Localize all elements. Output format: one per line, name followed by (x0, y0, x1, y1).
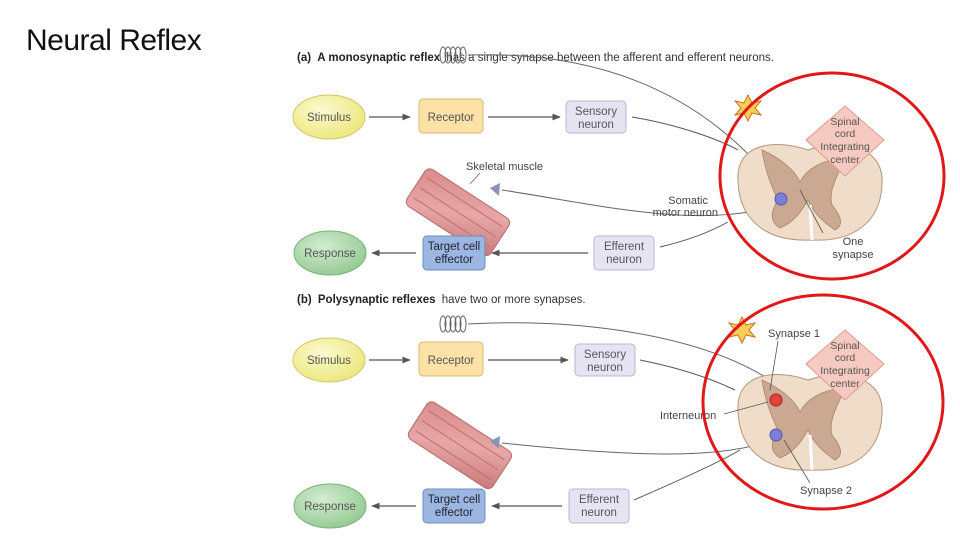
spinal-cord-b (737, 374, 883, 471)
interneuron-body (769, 393, 783, 407)
highlight-circle-b (701, 293, 945, 511)
motor-end-b (490, 436, 500, 449)
interneuron-label: Interneuron (660, 410, 716, 422)
svg-text:Spinal: Spinal (830, 340, 859, 352)
efferent-label-b-2: neuron (581, 507, 617, 519)
one-synapse-label-1: One (843, 236, 864, 248)
efferent-label-a-2: neuron (606, 254, 642, 266)
caption-a: (a) A monosynaptic reflex has a single s… (297, 52, 774, 64)
synapse1-leader (769, 340, 779, 391)
efferent-box-a (593, 235, 655, 271)
caption-b: (b) Polysynaptic reflexes have two or mo… (297, 294, 586, 306)
synapse1-label: Synapse 1 (768, 328, 820, 340)
one-synapse-leader (799, 189, 824, 234)
receptor-coil-a (439, 46, 467, 64)
svg-text:cord: cord (835, 128, 856, 140)
sensory-label-a-2: neuron (578, 119, 614, 131)
sensory-pointer-a (631, 116, 739, 151)
motor-end-a (490, 183, 500, 196)
target-box-b (422, 488, 486, 524)
slide-title: Neural Reflex (26, 24, 202, 57)
target-label-b-1: Target cell (428, 494, 480, 506)
stimulus-burst-b (727, 315, 757, 345)
efferent-pointer-b (633, 449, 741, 501)
stimulus-label-b: Stimulus (307, 355, 351, 367)
sensory-box-b (574, 343, 636, 377)
response-label-b: Response (304, 501, 356, 513)
receptor-coil-b (439, 315, 467, 333)
svg-text:center: center (830, 154, 860, 166)
highlight-circle-a (718, 71, 946, 281)
stimulus-oval-a (292, 94, 366, 140)
efferent-box-b (568, 488, 630, 524)
efferent-label-b-1: Efferent (579, 494, 620, 506)
response-label-a: Response (304, 248, 356, 260)
svg-text:Spinal: Spinal (830, 116, 859, 128)
spinal-label-a: Spinal cord Integrating center (805, 105, 885, 177)
synapse2-leader (783, 439, 811, 484)
sensory-axon-b (467, 322, 771, 381)
sensory-box-a (565, 100, 627, 134)
sensory-axon-a (467, 54, 771, 179)
svg-text:cord: cord (835, 352, 856, 364)
skeletal-muscle-leader (469, 172, 481, 185)
target-label-a-2: effector (435, 254, 473, 266)
target-box-a (422, 235, 486, 271)
svg-text:Integrating: Integrating (820, 141, 870, 153)
receptor-box-b (418, 341, 484, 377)
motor-neuron-body-a (774, 192, 788, 206)
panel-a: (a) A monosynaptic reflex has a single s… (292, 46, 946, 281)
spinal-label-b: Spinal cord Integrating center (805, 329, 885, 401)
receptor-box-a (418, 98, 484, 134)
somatic-label-2: motor neuron (653, 207, 718, 219)
motor-axon-a (501, 189, 779, 217)
skeletal-muscle-b (407, 401, 513, 490)
somatic-label-1: Somatic (668, 195, 708, 207)
sensory-label-b-2: neuron (587, 362, 623, 374)
motor-neuron-body-b (769, 428, 783, 442)
target-label-a-1: Target cell (428, 241, 480, 253)
receptor-label-b: Receptor (428, 355, 475, 367)
skeletal-muscle-a (405, 168, 511, 257)
response-oval-a (293, 230, 367, 276)
efferent-label-a-1: Efferent (604, 241, 645, 253)
panel-b: (b) Polysynaptic reflexes have two or mo… (292, 293, 945, 529)
stimulus-oval-b (292, 337, 366, 383)
sensory-label-b-1: Sensory (584, 349, 626, 361)
svg-text:Integrating: Integrating (820, 365, 870, 377)
receptor-label-a: Receptor (428, 112, 475, 124)
stimulus-label-a: Stimulus (307, 112, 351, 124)
response-oval-b (293, 483, 367, 529)
svg-text:center: center (830, 378, 860, 390)
synapse2-label: Synapse 2 (800, 485, 852, 497)
skeletal-muscle-label: Skeletal muscle (466, 161, 543, 173)
interneuron-leader (723, 401, 769, 415)
one-synapse-label-2: synapse (833, 249, 874, 261)
sensory-pointer-b (639, 359, 736, 391)
efferent-pointer-a (659, 221, 729, 248)
sensory-label-a-1: Sensory (575, 106, 617, 118)
target-label-b-2: effector (435, 507, 473, 519)
